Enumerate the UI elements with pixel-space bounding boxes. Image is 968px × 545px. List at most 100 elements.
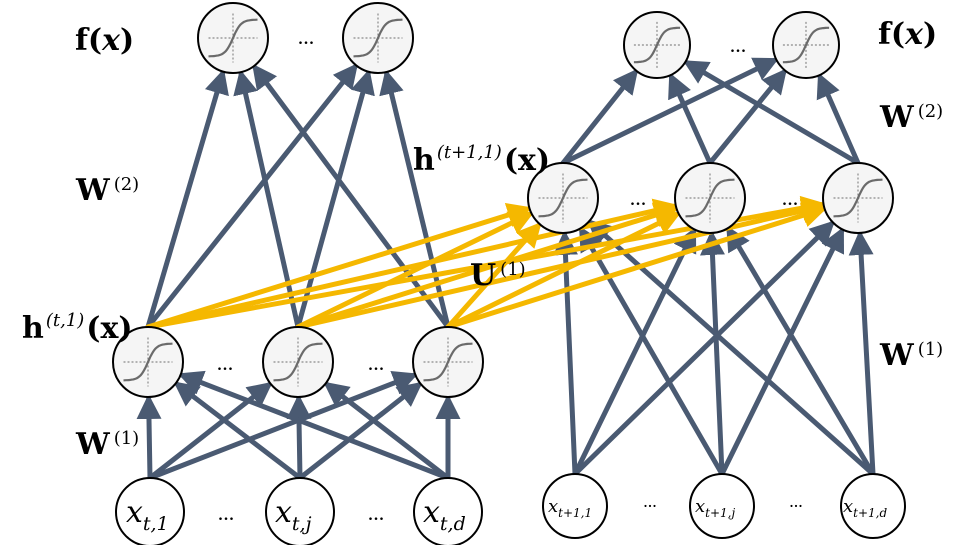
svg-text:U(1): U(1) [470,258,526,293]
label-h-left: h(t,1)(x) [22,310,133,346]
svg-text:xt+1,j: xt+1,j [695,496,735,520]
ellipsis-right-hidden-2: ... [782,185,799,210]
edge-right-in1-h0 [578,225,725,477]
label-w2-right: W(2) [879,100,943,135]
edge-recurrent-h0-h1 [145,198,679,330]
ellipsis-left-output: ... [298,24,315,49]
left-hidden-node-1-sigmoid [123,342,173,382]
left-hidden-node-2-sigmoid [273,342,323,382]
label-h-right: h(t+1,1)(x) [413,142,550,178]
edge-right-h0-out1 [560,57,780,166]
label-w1-right: W(1) [879,338,943,373]
edge-right-in0-h2 [572,220,836,477]
edge-left-in0-h0 [136,393,162,481]
svg-text:f(x): f(x) [75,23,134,58]
edge-right-h2-out1 [816,72,861,166]
right-hidden-node-2-sigmoid [685,178,735,218]
svg-text:xt,j: xt,j [275,495,312,535]
svg-text:W(1): W(1) [879,338,943,373]
edge-recurrent-h1-h2 [295,198,827,330]
edge-recurrent-h1-h1 [295,203,680,330]
edge-left-in1-h1 [286,393,312,481]
edge-right-in2-h0 [586,219,876,477]
edge-left-in1-h0 [173,381,303,481]
edge-left-h2-out0 [252,63,451,330]
nodes-layer [112,2,906,545]
left-input-node-1 [115,477,185,545]
edge-left-in2-h0 [177,370,451,481]
edge-right-in2-h2 [848,229,876,477]
svg-text:xt,1: xt,1 [126,495,169,535]
right-input-node-2 [689,473,755,539]
edge-recurrent-h2-h1 [445,211,682,330]
svg-text:h(t,1)(x): h(t,1)(x) [22,310,133,346]
right-output-node-2 [772,11,840,79]
left-hidden-node-1 [112,326,184,398]
edge-left-in0-h2 [147,371,419,481]
ellipsis-left-input-2: ... [368,500,385,525]
right-hidden-node-2 [674,162,746,234]
ellipsis-right-hidden-1: ... [630,185,647,210]
right-output-node-1 [623,11,691,79]
edge-right-in0-h0 [552,229,578,477]
edge-left-h0-out0 [145,68,229,330]
right-hidden-node-3 [822,162,894,234]
left-hidden-node-3-sigmoid [423,342,473,382]
left-output-node-2-sigmoid [353,18,403,58]
edge-left-in1-h2 [297,381,423,481]
right-input-node-3 [840,473,906,539]
edge-right-in1-h1 [699,229,725,477]
edge-right-in0-h1 [572,226,697,477]
left-hidden-node-3 [412,326,484,398]
edge-recurrent-h2-h2 [445,203,828,330]
ellipsis-left-hidden-2: ... [368,350,385,375]
edge-left-in2-h1 [323,381,451,481]
left-output-node-2 [342,2,414,74]
edge-right-in1-h2 [719,226,845,477]
edge-recurrent-h1-h0 [295,211,535,330]
left-output-node-1 [197,2,269,74]
svg-text:xt+1,1: xt+1,1 [548,496,592,520]
input-label-left-2: xt,j [275,495,312,535]
edge-left-h1-out1 [295,68,375,330]
right-output-node-2-sigmoid [782,26,830,64]
right-hidden-node-3-sigmoid [833,178,883,218]
ellipsis-left-hidden-1: ... [217,350,234,375]
right-output-node-1-sigmoid [633,26,681,64]
edge-recurrent-h0-h0 [145,202,533,330]
input-label-right-2: xt+1,j [695,496,735,520]
label-w1-left: W(1) [75,427,139,462]
input-label-right-1: xt+1,1 [548,496,592,520]
edge-recurrent-h2-h0 [445,221,542,330]
input-label-left-1: xt,1 [126,495,169,535]
edge-right-h1-out0 [668,72,713,166]
edge-left-h0-out1 [145,63,359,330]
ellipsis-right-input-2: ... [789,491,803,511]
right-hidden-node-1 [527,162,599,234]
input-label-left-3: xt,d [423,495,466,535]
left-hidden-node-2 [262,326,334,398]
svg-text:xt,d: xt,d [423,495,466,535]
svg-text:xt+1,d: xt+1,d [843,496,887,520]
label-f-right: f(x) [878,17,937,52]
edge-right-in2-h1 [726,225,876,477]
label-u1: U(1) [470,258,526,293]
left-output-node-1-sigmoid [208,18,258,58]
svg-text:W(2): W(2) [879,100,943,135]
ellipsis-right-input-1: ... [643,491,657,511]
left-input-node-2 [265,477,335,545]
edge-right-h1-out1 [707,68,788,166]
edge-left-in0-h1 [147,381,273,481]
label-w2-left: W(2) [75,173,139,208]
label-f-left: f(x) [75,23,134,58]
edge-right-h0-out0 [560,68,639,166]
svg-text:W(2): W(2) [75,173,139,208]
svg-text:h(t+1,1)(x): h(t+1,1)(x) [413,142,550,178]
svg-text:f(x): f(x) [878,17,937,52]
right-hidden-node-1-sigmoid [538,178,588,218]
input-label-right-3: xt+1,d [843,496,887,520]
left-input-node-3 [413,477,483,545]
svg-text:W(1): W(1) [75,427,139,462]
